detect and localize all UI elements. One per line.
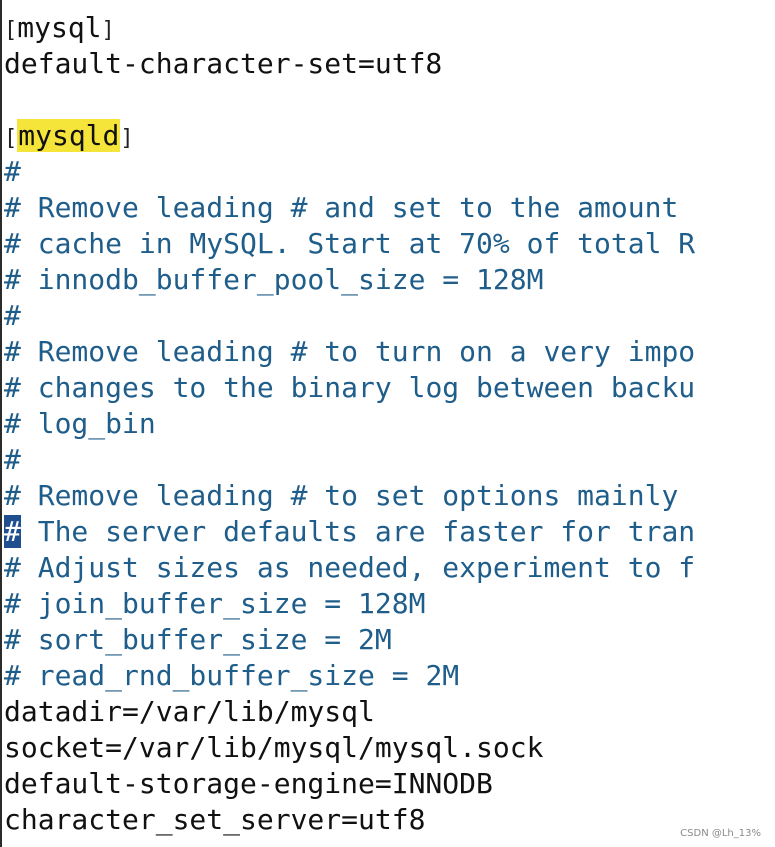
code-line[interactable]: [mysqld] [4,118,695,154]
code-line[interactable] [4,82,695,118]
comment-text: Adjust sizes as needed, experiment to f [20,551,696,584]
code-line[interactable]: character_set_server=utf8 [4,802,695,838]
comment-text: Remove leading # to set options mainly [20,479,679,512]
comment-hash: # [4,299,21,332]
config-text: default-character-set=utf8 [4,47,443,80]
comment-hash: # [4,335,21,368]
config-text: character_set_server=utf8 [4,803,426,836]
code-line[interactable]: # cache in MySQL. Start at 70% of total … [4,226,695,262]
comment-text: Remove leading # and set to the amount [20,191,679,224]
comment-hash: # [4,623,21,656]
comment-hash: # [4,263,21,296]
code-line[interactable]: # Remove leading # and set to the amount [4,190,695,226]
code-line[interactable]: # sort_buffer_size = 2M [4,622,695,658]
comment-hash: # [4,407,21,440]
code-line[interactable]: [mysql] [4,10,695,46]
comment-hash: # [4,443,21,476]
section-name: mysql [17,11,102,44]
comment-hash: # [4,371,21,404]
code-line[interactable]: default-storage-engine=INNODB [4,766,695,802]
config-text: default-storage-engine=INNODB [4,767,493,800]
comment-hash: # [4,659,21,692]
comment-text: innodb_buffer_pool_size = 128M [20,263,544,296]
code-line[interactable]: # read_rnd_buffer_size = 2M [4,658,695,694]
text-cursor: # [4,515,21,548]
section-open-bracket: [ [4,18,18,43]
section-close-bracket: ] [101,18,115,43]
comment-text: join_buffer_size = 128M [20,587,426,620]
code-area[interactable]: [mysql]default-character-set=utf8[mysqld… [4,10,695,838]
comment-hash: # [4,587,21,620]
code-line[interactable]: datadir=/var/lib/mysql [4,694,695,730]
comment-text: log_bin [20,407,156,440]
comment-text: The server defaults are faster for tran [20,515,696,548]
comment-hash: # [4,155,21,188]
code-line[interactable]: # [4,298,695,334]
comment-text: Remove leading # to turn on a very impo [20,335,696,368]
code-line[interactable]: # join_buffer_size = 128M [4,586,695,622]
code-line[interactable]: # log_bin [4,406,695,442]
code-line[interactable]: socket=/var/lib/mysql/mysql.sock [4,730,695,766]
section-open-bracket: [ [4,126,18,151]
code-line[interactable]: # Remove leading # to turn on a very imp… [4,334,695,370]
code-line[interactable]: # [4,154,695,190]
comment-hash: # [4,191,21,224]
section-close-bracket: ] [120,126,134,151]
comment-text: cache in MySQL. Start at 70% of total R [20,227,696,260]
code-line[interactable]: # The server defaults are faster for tra… [4,514,695,550]
comment-text: sort_buffer_size = 2M [20,623,392,656]
code-line[interactable]: # Remove leading # to set options mainly [4,478,695,514]
code-line[interactable]: # changes to the binary log between back… [4,370,695,406]
comment-hash: # [4,227,21,260]
watermark: CSDN @Lh_13% [680,828,761,839]
code-line[interactable]: default-character-set=utf8 [4,46,695,82]
comment-text: changes to the binary log between backu [20,371,696,404]
comment-hash: # [4,551,21,584]
comment-hash: # [4,479,21,512]
config-text: datadir=/var/lib/mysql [4,695,375,728]
search-highlight-section-name: mysqld [17,119,121,152]
comment-text: read_rnd_buffer_size = 2M [20,659,460,692]
code-line[interactable]: # Adjust sizes as needed, experiment to … [4,550,695,586]
code-line[interactable]: # innodb_buffer_pool_size = 128M [4,262,695,298]
code-line[interactable]: # [4,442,695,478]
config-text: socket=/var/lib/mysql/mysql.sock [4,731,544,764]
